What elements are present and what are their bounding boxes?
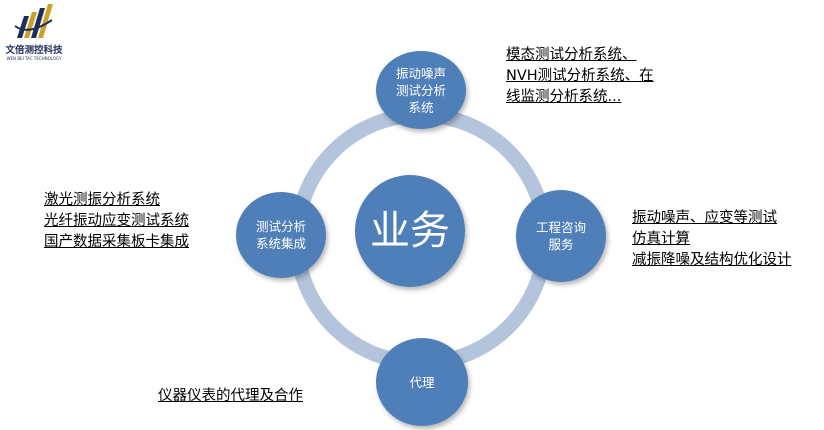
node-top-line: 系统 [408,99,434,115]
note-right-line: 仿真计算 [632,231,690,247]
node-vibration-noise-system: 振动噪声 测试分析 系统 [376,51,466,129]
node-right-line: 服务 [548,237,574,252]
note-bottom-line: 仪器仪表的代理及合作 [158,388,303,404]
note-left-line: 光纤振动应变测试系统 [44,213,189,229]
node-system-integration: 测试分析 系统集成 [236,192,326,278]
node-left-line: 测试分析 [255,219,306,234]
note-right: 振动噪声、应变等测试 仿真计算 减振降噪及结构优化设计 [632,208,792,271]
note-left-line: 国产数据采集板卡集成 [44,234,189,250]
note-top: 模态测试分析系统、 NVH测试分析系统、在 线监测分析系统... [506,45,654,108]
node-left-line: 系统集成 [255,236,306,251]
note-bottom: 仪器仪表的代理及合作 [158,386,303,407]
node-right-line: 工程咨询 [535,220,586,235]
node-bottom-line: 代理 [409,374,435,390]
node-top-line: 振动噪声 [395,65,446,81]
node-engineering-consulting: 工程咨询 服务 [516,190,606,282]
node-top-line: 测试分析 [395,82,446,98]
note-top-line: 模态测试分析系统、 [506,47,637,63]
center-node: 业务 [355,175,465,287]
logo-name-cn: 文倍测控科技 [5,45,63,56]
logo-name-en: WEN BEI TAC TECHNOLOGY [6,56,62,61]
note-left-line: 激光测振分析系统 [44,192,160,208]
note-left: 激光测振分析系统 光纤振动应变测试系统 国产数据采集板卡集成 [44,190,189,253]
note-top-line: NVH测试分析系统、在 [506,68,654,84]
center-node-label: 业务 [370,208,450,254]
company-logo: 文倍测控科技 WEN BEI TAC TECHNOLOGY [2,2,66,64]
note-top-line: 线监测分析系统... [506,89,622,105]
logo-mark-icon [14,4,53,38]
note-right-line: 振动噪声、应变等测试 [632,210,777,226]
node-agency: 代理 [376,338,468,426]
note-right-line: 减振降噪及结构优化设计 [632,252,792,268]
